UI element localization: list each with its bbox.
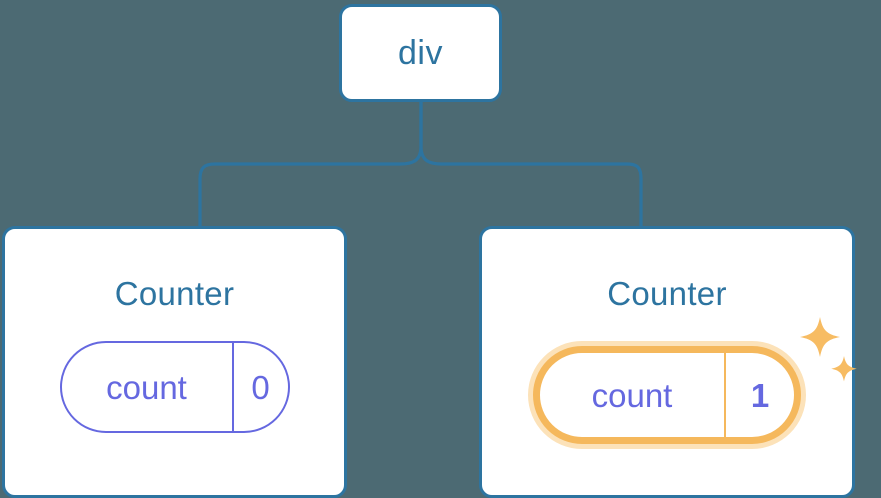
state-pill-wrapper: count 1	[528, 317, 857, 449]
connector-left	[198, 102, 423, 228]
sparkle-large-icon	[800, 317, 840, 357]
sparkle-small-icon	[831, 356, 857, 382]
state-pill-highlighted[interactable]: count 1	[533, 346, 801, 444]
state-pill-wrapper: count 0	[59, 341, 290, 433]
sparkles-group	[800, 317, 857, 382]
node-counter-left[interactable]: Counter count 0	[2, 226, 347, 498]
state-pill-glow: count 1	[528, 341, 806, 449]
node-root-div[interactable]: div	[339, 4, 502, 102]
state-value: 0	[251, 368, 270, 406]
state-value: 1	[750, 376, 770, 414]
root-node-label: div	[398, 34, 443, 72]
connector-right	[419, 102, 643, 228]
node-counter-right[interactable]: Counter count 1	[479, 226, 857, 498]
node-title: Counter	[607, 275, 727, 312]
state-key: count	[540, 353, 726, 437]
state-pill[interactable]: count 0	[59, 341, 290, 433]
node-title: Counter	[114, 275, 235, 312]
state-key: count	[62, 343, 234, 431]
